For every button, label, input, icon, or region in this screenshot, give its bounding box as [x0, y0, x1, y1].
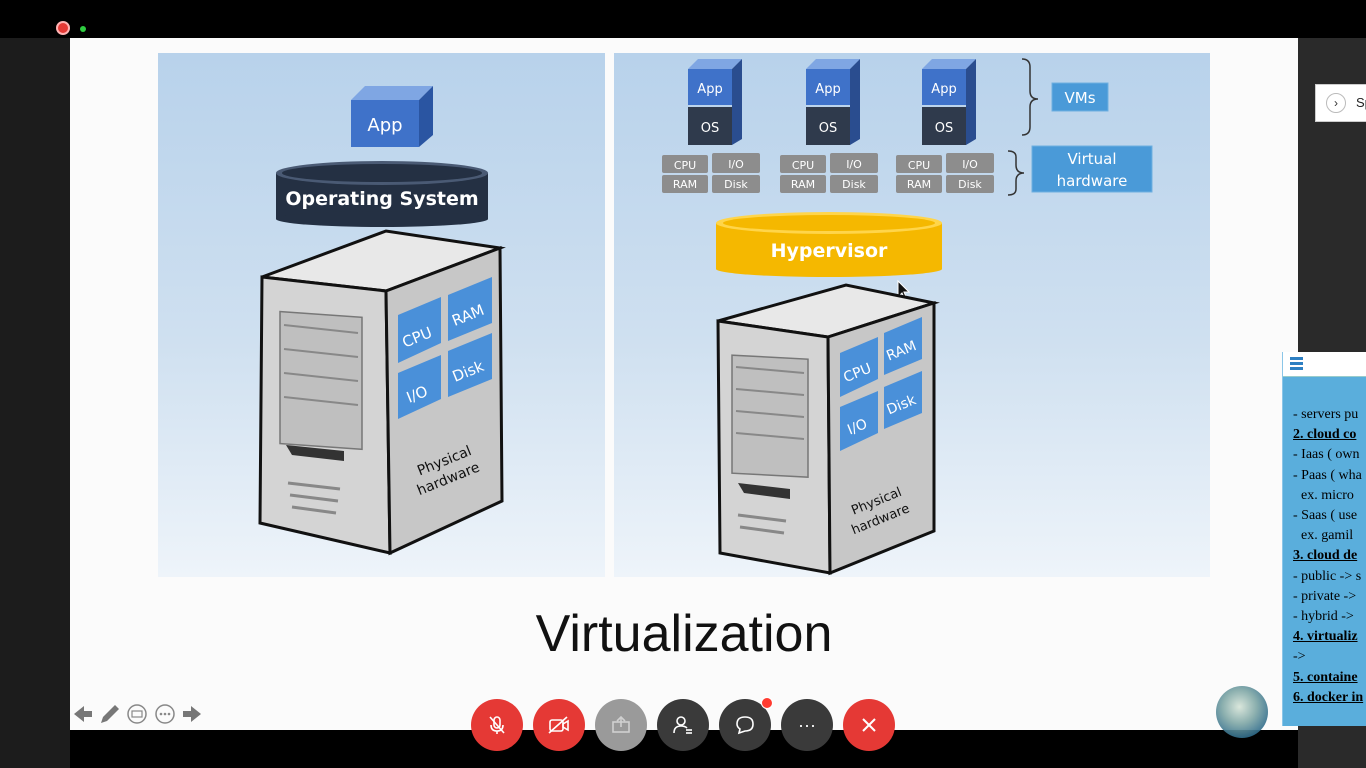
vm-stack-2: App OS [806, 59, 860, 145]
share-screen-icon [612, 715, 630, 733]
notes-line: - private -> [1293, 588, 1357, 604]
vms-brace [1021, 58, 1039, 136]
arrow-right-icon[interactable] [179, 701, 205, 727]
vhw1-io: I/O [728, 158, 744, 171]
notes-text: - servers pu 2. cloud co - Iaas ( own - Paa… [1283, 377, 1366, 708]
notes-line: 6. docker in [1293, 689, 1364, 705]
participants-icon [673, 716, 692, 734]
os-label: Operating System [285, 188, 478, 210]
hypervisor-label: Hypervisor [771, 240, 888, 262]
notes-line: - hybrid -> [1293, 609, 1354, 625]
notes-line: - Paas ( wha [1293, 467, 1362, 483]
camera-button[interactable] [533, 699, 585, 751]
presentation-slide: App Operating System [70, 38, 1298, 730]
virtual-hardware-3: CPU I/O RAM Disk [896, 153, 994, 193]
more-options-icon[interactable] [152, 701, 178, 727]
hypervisor-disk: Hypervisor [716, 212, 942, 277]
operating-system-disk: Operating System [276, 161, 488, 227]
vhw2-ram: RAM [791, 178, 815, 191]
virtual-hardware-1: CPU I/O RAM Disk [662, 153, 760, 193]
vm3-app-label: App [931, 82, 956, 97]
virtualized-architecture-diagram: App OS App OS App OS [662, 58, 1153, 576]
vm2-app-label: App [815, 82, 840, 97]
notes-line: 5. containe [1293, 669, 1358, 685]
virtual-hardware-2: CPU I/O RAM Disk [780, 153, 878, 193]
mute-button[interactable] [471, 699, 523, 751]
vhw2-io: I/O [846, 158, 862, 171]
top-bar [0, 0, 1366, 38]
list-icon[interactable] [1290, 357, 1303, 370]
arrow-left-icon[interactable] [70, 701, 96, 727]
pen-icon[interactable] [97, 701, 123, 727]
notes-panel[interactable]: - servers pu 2. cloud co - Iaas ( own - Paa… [1282, 352, 1366, 726]
subtitles-icon[interactable] [124, 701, 150, 727]
notes-line: -> [1293, 649, 1306, 665]
notes-line: 3. cloud de [1293, 548, 1358, 564]
camera-off-icon [548, 716, 569, 734]
notes-line: ex. micro [1301, 487, 1354, 503]
notes-panel-header[interactable] [1283, 352, 1366, 377]
chat-notification-badge [761, 697, 773, 709]
mic-off-icon [489, 716, 505, 734]
notes-line: - public -> s [1293, 568, 1362, 584]
notes-line: 2. cloud co [1293, 427, 1357, 443]
notes-line: - Saas ( use [1293, 508, 1358, 524]
vm3-os-label: OS [935, 121, 953, 136]
vhw3-disk: Disk [958, 178, 982, 191]
io-label-2: I/O [845, 416, 869, 438]
notes-line: - Iaas ( own [1293, 447, 1360, 463]
floating-assistant-button[interactable] [1216, 686, 1268, 738]
notes-line: - servers pu [1293, 407, 1359, 422]
physical-server-virtualized: CPU RAM I/O Disk Physical hardware [716, 283, 940, 576]
recording-indicator-icon[interactable] [56, 21, 70, 35]
app-cube: App [351, 86, 433, 147]
traditional-architecture-panel: App Operating System [158, 53, 605, 577]
vm1-os-label: OS [701, 121, 719, 136]
vm-stack-1: App OS [688, 59, 742, 145]
leave-button[interactable] [843, 699, 895, 751]
vm1-app-label: App [697, 82, 722, 97]
status-dot-icon [80, 26, 86, 32]
vhw1-ram: RAM [673, 178, 697, 191]
physical-server: CPU RAM I/O Disk Physical hardware [258, 229, 506, 556]
participants-button[interactable] [657, 699, 709, 751]
close-icon [862, 718, 876, 732]
vhw1-cpu: CPU [674, 159, 696, 172]
vhw3-cpu: CPU [908, 159, 930, 172]
speaker-label: Sp [1356, 95, 1366, 110]
vhw-brace [1007, 150, 1025, 196]
vhw3-ram: RAM [907, 178, 931, 191]
vm-stack-3: App OS [922, 59, 976, 145]
chevron-right-icon[interactable]: › [1326, 93, 1346, 113]
vhw3-io: I/O [962, 158, 978, 171]
notes-line: ex. gamil [1301, 528, 1354, 544]
virtual-hardware-tag-line1: Virtual [1067, 150, 1116, 168]
vm2-os-label: OS [819, 121, 837, 136]
vhw1-disk: Disk [724, 178, 748, 191]
virtual-hardware-tag [1031, 145, 1153, 193]
chat-icon [736, 716, 754, 735]
chat-button[interactable] [719, 697, 773, 751]
slide-title: Virtualization [535, 605, 833, 663]
vms-tag [1051, 82, 1109, 112]
vhw2-disk: Disk [842, 178, 866, 191]
share-button[interactable] [595, 699, 647, 751]
virtualized-architecture-panel: App OS App OS App OS [614, 53, 1210, 577]
more-icon: ··· [798, 714, 816, 735]
traditional-architecture-diagram: App Operating System [258, 86, 506, 556]
more-button[interactable]: ··· [781, 699, 833, 751]
virtual-hardware-tag-line2: hardware [1057, 172, 1128, 190]
left-frame [0, 0, 70, 768]
vhw2-cpu: CPU [792, 159, 814, 172]
vms-tag-label: VMs [1064, 89, 1095, 107]
app-label: App [367, 115, 402, 136]
speaker-panel-toggle[interactable]: › Sp [1315, 84, 1366, 122]
notes-line: 4. virtualiz [1293, 629, 1358, 645]
